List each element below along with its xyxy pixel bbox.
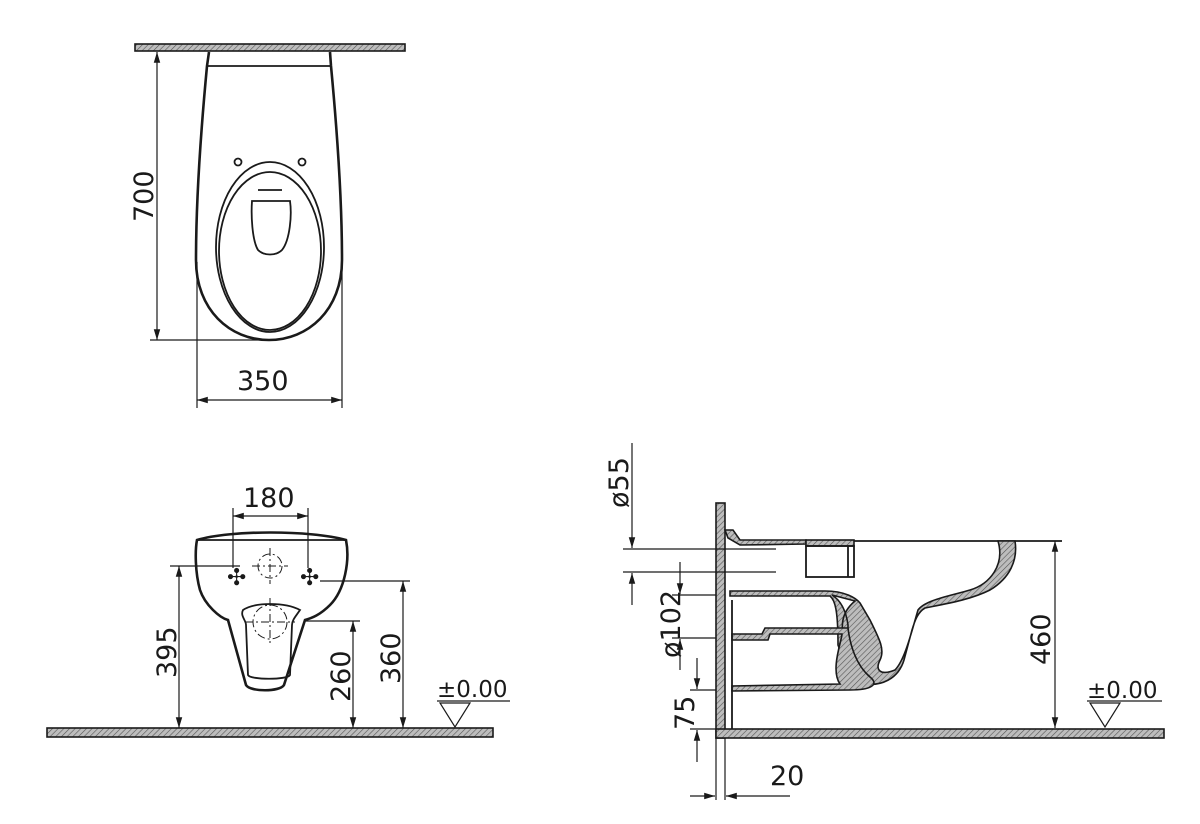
floor-level-front: ±0.00: [437, 677, 507, 703]
bowl-outline-top: [194, 51, 344, 342]
wall-hatch-side: [715, 502, 726, 739]
trap-outline-front: [241, 603, 302, 680]
dim-700: 700: [129, 170, 160, 222]
bowl-opening: [250, 200, 292, 256]
side-view: ø55 ø102 75 20 460 ±0.00: [604, 443, 1165, 800]
level-triangle-side: [1088, 702, 1122, 729]
dim-d102: ø102: [656, 590, 687, 658]
dim-20: 20: [770, 761, 804, 792]
floor-hatch-side: [715, 728, 1165, 739]
bowl-outline-front: [194, 531, 349, 692]
top-view: 700 350: [129, 43, 406, 408]
inlet-connector: [805, 545, 855, 578]
fixing-mark-right: ✣: [300, 565, 319, 591]
hinge-hole-left: [233, 157, 243, 167]
dim-75: 75: [670, 696, 701, 730]
dim-d55: ø55: [604, 457, 635, 508]
fixing-mark-left: ✣: [227, 565, 246, 591]
floor-level-side: ±0.00: [1087, 678, 1157, 704]
floor-hatch-front: [46, 727, 494, 738]
seat-ring: [215, 161, 325, 333]
level-triangle-front: [438, 702, 472, 729]
dim-350: 350: [237, 366, 289, 397]
dim-360: 360: [376, 632, 407, 684]
wall-hatch-top: [134, 43, 406, 52]
dim-395: 395: [152, 626, 183, 678]
hinge-hole-right: [297, 157, 307, 167]
dim-460: 460: [1026, 613, 1057, 665]
bowl-profile-side: [729, 540, 1017, 686]
dim-260: 260: [326, 650, 357, 702]
dim-180: 180: [243, 483, 295, 514]
front-view: ✣ ✣ 180 395 360 260 ±0.00: [46, 483, 510, 738]
